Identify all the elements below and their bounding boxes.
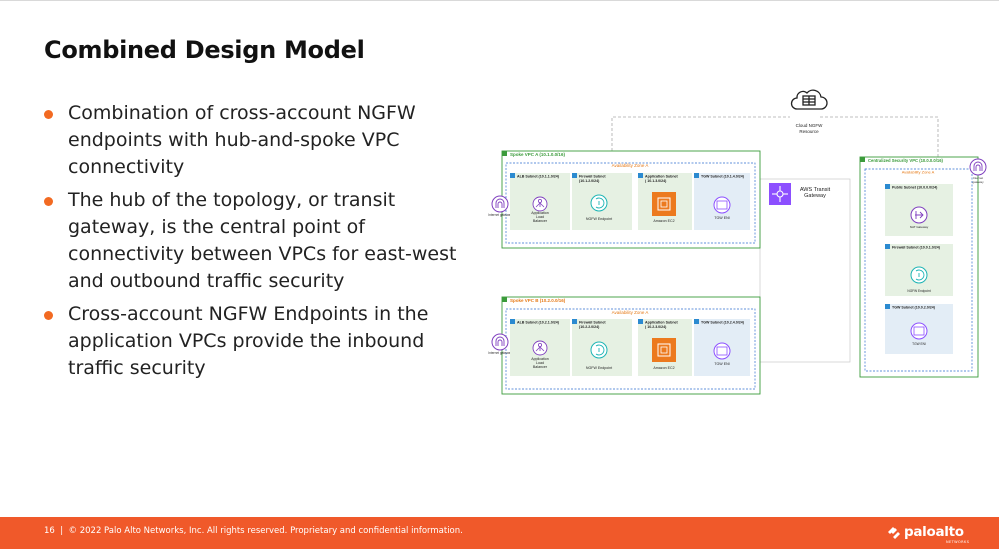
subnet-title: Firewall Subnet [579, 321, 606, 325]
cloud-ngfw-icon [790, 89, 828, 110]
footer-text: 16 | © 2022 Palo Alto Networks, Inc. All… [44, 526, 463, 536]
transit-gateway-label-1: AWS Transit [800, 187, 831, 193]
item-label: NGFW Endpoint [586, 217, 612, 221]
bullet-dot [44, 197, 53, 206]
paloalto-logo-icon [888, 527, 900, 539]
item-label: NAT Gateway [910, 225, 929, 229]
tgw-eni-icon [713, 342, 731, 360]
spoke-vpc-a: Spoke VPC A (10.1.0.0/16) Availability Z… [488, 150, 761, 249]
item-label: TGW ENI [714, 362, 729, 366]
subnet-lock-icon [694, 319, 699, 324]
amazon-ec2-icon [652, 338, 676, 362]
subnet-title: ( 10.1.3.0/24) [645, 179, 667, 183]
subnet-title: TGW Subnet (10.2.4.0/24) [701, 321, 745, 325]
subnet-title: Application Subnet [645, 175, 679, 179]
cloud-ngfw-label-2: Resource [799, 129, 819, 134]
item-label: Load [536, 215, 544, 219]
vpc-icon [502, 151, 507, 156]
item-label: Amazon EC2 [653, 366, 674, 370]
subnet-lock-icon [885, 184, 890, 189]
spoke-a-title: Spoke VPC A (10.1.0.0/16) [510, 152, 565, 157]
subnet-lock-icon [572, 319, 577, 324]
subnet-title: TGW Subnet (10.1.4.0/24) [701, 175, 745, 179]
item-label: Application [531, 211, 549, 215]
subnet-lock-icon [638, 319, 643, 324]
ngfw-connection-lines [611, 116, 939, 158]
spoke-vpc-b: Spoke VPC B (10.2.0.0/16) Availability Z… [488, 296, 761, 395]
bullet-text: Cross-account NGFW Endpoints in the appl… [68, 303, 429, 379]
spoke-b-title: Spoke VPC B (10.2.0.0/16) [510, 298, 566, 303]
footer-separator: | [60, 526, 64, 536]
tgw-eni-icon [713, 196, 731, 214]
subnet-lock-icon [638, 173, 643, 178]
tgw-eni-icon [910, 322, 928, 340]
subnet-title: ALB Subnet (10.1.1.0/24) [517, 175, 560, 179]
item-label: Application [531, 357, 549, 361]
spoke-b-igw-label: Internet gateway [488, 351, 512, 355]
subnet-title: Firewall Subnet [579, 175, 606, 179]
subnet-lock-icon [885, 304, 890, 309]
subnet-lock-icon [510, 319, 515, 324]
footer-bar: 16 | © 2022 Palo Alto Networks, Inc. All… [0, 517, 999, 549]
item-label: TGW ENI [714, 216, 729, 220]
amazon-ec2-icon [652, 192, 676, 216]
architecture-diagram: Cloud NGFW Resource AWS Transit Gateway … [488, 89, 987, 395]
bullet-list: Combination of cross-account NGFW endpoi… [44, 100, 484, 388]
subnet-title: ALB Subnet (10.2.1.0/24) [517, 321, 560, 325]
availability-zone [864, 168, 973, 372]
transit-gateway-panel [759, 178, 851, 363]
item-label: Amazon EC2 [653, 219, 674, 223]
spoke-a-igw-label: Internet gateway [488, 213, 512, 217]
item-label: Balancer [533, 365, 548, 369]
cloud-ngfw-resource: Cloud NGFW Resource [790, 89, 828, 134]
top-rule [0, 0, 999, 1]
page-number: 16 [44, 526, 55, 536]
security-vpc: Centralized Security VPC (10.0.0.0/16) A… [859, 156, 987, 378]
security-igw-label-1: Internet [973, 176, 983, 180]
subnet-lock-icon [510, 173, 515, 178]
logo-subtext: NETWORKS [946, 540, 970, 544]
subnet-title: TGW Subnet (10.0.2.0/24) [892, 306, 936, 310]
subnet-title: (10.1.2.0/24) [579, 179, 600, 183]
bullet-text: Combination of cross-account NGFW endpoi… [68, 102, 416, 178]
item-label: TGW ENI [912, 342, 926, 346]
subnet-title: ( 10.2.3.0/24) [645, 325, 667, 329]
item-label: Balancer [533, 219, 548, 223]
security-az-label: Availability Zone A [902, 170, 935, 175]
bullet-item: Combination of cross-account NGFW endpoi… [44, 100, 484, 181]
spoke-a-az-label: Availability Zone A [612, 163, 649, 168]
subnet-title: Application Subnet [645, 321, 679, 325]
vpc-icon [502, 297, 507, 302]
bullet-dot [44, 311, 53, 320]
item-label: NGFW Endpoint [907, 289, 930, 293]
vpc-icon [860, 157, 865, 162]
item-label: Load [536, 361, 544, 365]
bullet-text: The hub of the topology, or transit gate… [68, 189, 457, 292]
slide-title: Combined Design Model [44, 36, 365, 64]
security-igw-label-2: gateway [972, 180, 984, 184]
spoke-b-az-label: Availability Zone A [612, 310, 649, 315]
subnet-title: Firewall Subnet (10.0.1.0/24) [892, 246, 941, 250]
cloud-ngfw-label-1: Cloud NGFW [796, 123, 824, 128]
transit-gateway-icon [769, 183, 791, 205]
subnet-lock-icon [885, 244, 890, 249]
bullet-item: Cross-account NGFW Endpoints in the appl… [44, 301, 484, 382]
internet-gateway-icon [491, 333, 509, 351]
availability-zone [505, 308, 756, 390]
item-label: NGFW Endpoint [586, 366, 612, 370]
copyright: © 2022 Palo Alto Networks, Inc. All righ… [68, 526, 463, 536]
internet-gateway-icon [491, 195, 509, 213]
internet-gateway-icon [969, 158, 987, 176]
subnet-lock-icon [572, 173, 577, 178]
logo-wordmark: paloalto [904, 524, 964, 540]
subnet-lock-icon [694, 173, 699, 178]
security-vpc-title: Centralized Security VPC (10.0.0.0/16) [868, 158, 944, 163]
subnet-title: (10.2.2.0/24) [579, 325, 600, 329]
bullet-dot [44, 110, 53, 119]
transit-gateway-label-2: Gateway [804, 193, 826, 199]
bullet-item: The hub of the topology, or transit gate… [44, 187, 484, 295]
subnet-title: Public Subnet (10.0.0.0/24) [892, 186, 938, 190]
